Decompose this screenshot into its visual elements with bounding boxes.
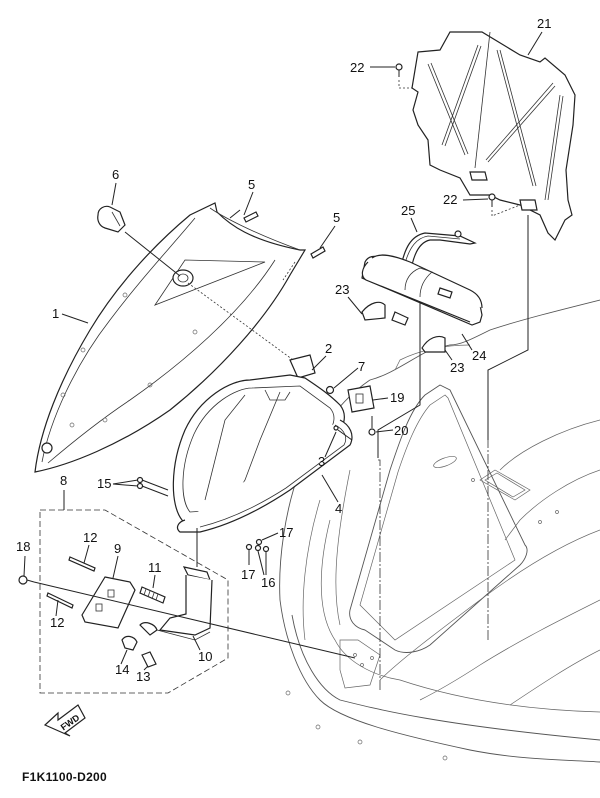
part-10-latch xyxy=(139,566,213,641)
part-9-bracket xyxy=(81,576,136,629)
part-23-band-left xyxy=(361,301,386,321)
part-4-seal xyxy=(176,419,353,533)
part-23-band-right xyxy=(421,335,446,353)
callout-22-upper: 22 xyxy=(350,60,364,75)
part-5-clip-upper xyxy=(243,211,259,223)
part-18-knob xyxy=(18,575,35,585)
part-24-container xyxy=(361,254,483,326)
part-13-spring xyxy=(141,651,157,668)
callout-15: 15 xyxy=(97,476,111,491)
part-16-17-nuts xyxy=(245,538,270,553)
bolt-22-upper xyxy=(395,63,403,77)
callout-18: 18 xyxy=(16,539,30,554)
part-25-strap xyxy=(401,230,477,266)
part-14-clip xyxy=(121,635,138,651)
callout-19: 19 xyxy=(390,390,404,405)
callout-9: 9 xyxy=(114,541,121,556)
part-11-spring xyxy=(139,586,166,604)
callout-8: 8 xyxy=(60,473,67,488)
part-5-clip-lower xyxy=(310,246,326,259)
part-19-plate xyxy=(347,385,375,413)
callout-1: 1 xyxy=(52,306,59,321)
part-12-pin-lower xyxy=(46,592,74,609)
callout-11: 11 xyxy=(148,560,162,575)
callout-17-upper: 17 xyxy=(279,525,293,540)
callout-5-lower: 5 xyxy=(333,210,340,225)
drawing-code: F1K1100-D200 xyxy=(22,770,107,784)
part-1-hood-cover xyxy=(34,202,307,473)
callout-3: 3 xyxy=(318,454,325,469)
fwd-arrow-icon: FWD xyxy=(43,704,86,737)
callout-7: 7 xyxy=(358,359,365,374)
assembly-8-outline xyxy=(39,509,229,694)
part-3-screw xyxy=(333,425,353,441)
leader-hood-to-hull xyxy=(378,459,381,690)
callout-22-lower: 22 xyxy=(443,192,457,207)
part-6-lock xyxy=(97,205,126,233)
callout-23-right: 23 xyxy=(450,360,464,375)
callout-24: 24 xyxy=(472,348,486,363)
callout-10: 10 xyxy=(198,649,212,664)
callout-12-upper: 12 xyxy=(83,530,97,545)
callout-13: 13 xyxy=(136,669,150,684)
callout-17-lower: 17 xyxy=(241,567,255,582)
callout-2: 2 xyxy=(325,341,332,356)
part-20-bolt xyxy=(368,416,376,436)
callout-21: 21 xyxy=(537,16,551,31)
callout-23-left: 23 xyxy=(335,282,349,297)
part-7-nut xyxy=(325,385,335,395)
bolt-22-lower xyxy=(488,193,496,207)
hull-deck xyxy=(279,299,600,763)
part-12-pin-upper xyxy=(68,556,96,572)
callout-4: 4 xyxy=(335,501,342,516)
callout-14: 14 xyxy=(115,662,129,677)
callout-25: 25 xyxy=(401,203,415,218)
callout-12-lower: 12 xyxy=(50,615,64,630)
callout-20: 20 xyxy=(394,423,408,438)
callout-6: 6 xyxy=(112,167,119,182)
callout-5-upper: 5 xyxy=(248,177,255,192)
callout-16: 16 xyxy=(261,575,275,590)
part-21-liner xyxy=(411,31,576,242)
part-15-bolts xyxy=(136,476,169,497)
